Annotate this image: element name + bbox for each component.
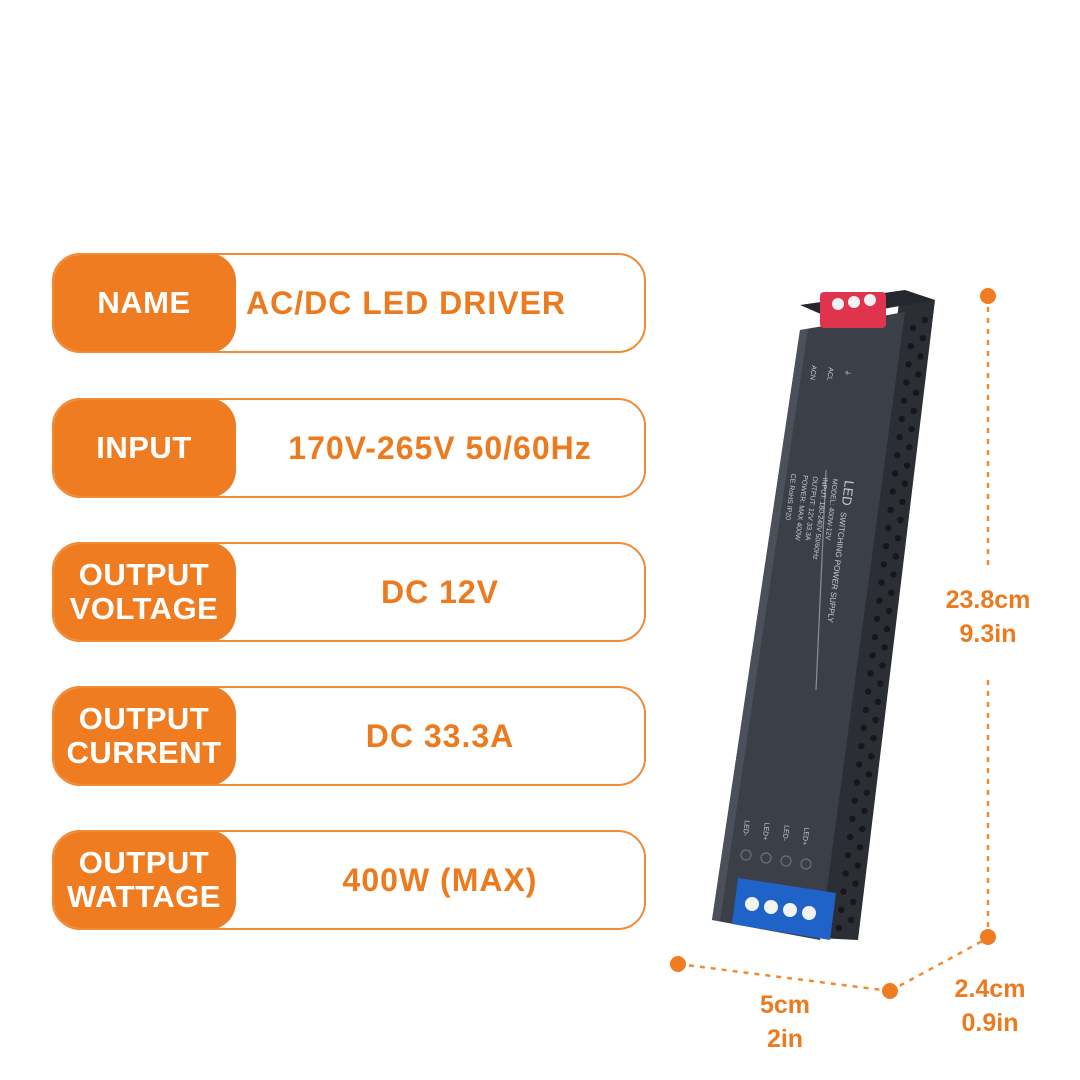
spec-row-name: NAME AC/DC LED DRIVER xyxy=(52,253,646,353)
height-cm: 2.4cm xyxy=(954,975,1026,1003)
height-dimension: 2.4cm 0.9in xyxy=(930,972,1050,1040)
spec-value: 170V-265V 50/60Hz xyxy=(288,429,592,466)
terminal-mark: LED- xyxy=(741,820,750,837)
dimension-dots xyxy=(670,288,996,999)
spec-row-input: INPUT 170V-265V 50/60Hz xyxy=(52,398,646,498)
terminal-mark: ACL xyxy=(825,367,834,381)
spec-row-output-wattage: OUTPUT WATTAGE 400W (MAX) xyxy=(52,830,646,930)
width-dimension: 5cm 2in xyxy=(735,988,835,1056)
spec-value: DC 12V xyxy=(380,573,500,610)
spec-label: OUTPUT CURRENT xyxy=(54,688,236,784)
spec-label: OUTPUT WATTAGE xyxy=(54,832,236,928)
terminal-mark: LED+ xyxy=(800,827,809,845)
spec-row-output-current: OUTPUT CURRENT DC 33.3A xyxy=(52,686,646,786)
spec-value: DC 33.3A xyxy=(365,717,515,754)
length-dimension: 23.8cm 9.3in xyxy=(928,583,1048,651)
spec-value: AC/DC LED DRIVER xyxy=(246,284,567,321)
height-in: 0.9in xyxy=(961,1009,1019,1037)
vent-holes xyxy=(835,316,929,932)
length-cm: 23.8cm xyxy=(945,586,1031,614)
terminal-mark: ACN xyxy=(808,365,817,381)
terminal-mark: LED+ xyxy=(761,822,770,840)
spec-label: INPUT xyxy=(54,400,236,496)
spec-label: NAME xyxy=(54,255,236,351)
device-label: LED SWITCHING POWER SUPPLY MODEL: 400W-1… xyxy=(784,473,857,624)
output-terminal-block xyxy=(732,878,836,940)
dimension-lines xyxy=(677,296,990,993)
width-in: 2in xyxy=(766,1025,804,1053)
led-driver-device: LED SWITCHING POWER SUPPLY MODEL: 400W-1… xyxy=(712,290,935,940)
spec-row-output-voltage: OUTPUT VOLTAGE DC 12V xyxy=(52,542,646,642)
spec-label: OUTPUT VOLTAGE xyxy=(54,544,236,640)
spec-value: 400W (MAX) xyxy=(342,861,538,898)
input-terminal-block xyxy=(820,292,886,328)
terminal-mark: LED- xyxy=(781,825,790,842)
length-in: 9.3in xyxy=(959,620,1017,648)
width-cm: 5cm xyxy=(759,991,811,1019)
terminal-mark: ⏚ xyxy=(843,369,852,377)
device-brand: LED xyxy=(839,480,857,507)
